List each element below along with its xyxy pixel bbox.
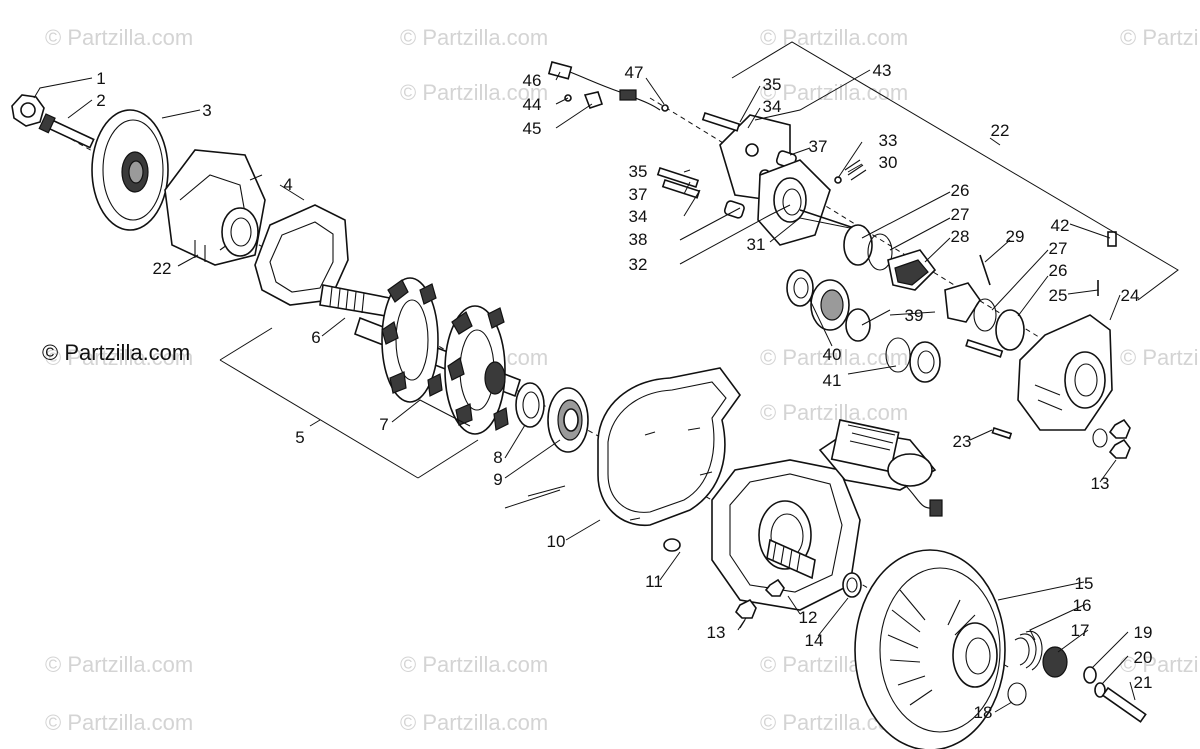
track-driver — [381, 277, 443, 403]
callout-label: 44 — [523, 95, 542, 114]
watermark: © Partzilla.com — [400, 710, 548, 735]
watermark: © Partzilla.com — [45, 710, 193, 735]
callout-label: 19 — [1134, 623, 1153, 642]
callout-label: 32 — [629, 255, 648, 274]
callout-label: 13 — [1091, 474, 1110, 493]
callout-label: 24 — [1121, 286, 1140, 305]
chaincase-assembly — [663, 419, 943, 619]
callout-label: 34 — [629, 207, 648, 226]
callout-label: 25 — [1049, 286, 1068, 305]
callout-label: 37 — [629, 185, 648, 204]
chaincase-gasket — [597, 367, 741, 526]
callout-label: 9 — [493, 470, 502, 489]
callout-label: 47 — [625, 63, 644, 82]
watermark: © Partzilla.com — [45, 345, 193, 370]
callout-label: 22 — [991, 121, 1010, 140]
callout-label: 10 — [547, 532, 566, 551]
callout-label: 11 — [645, 572, 663, 591]
callout-label: 27 — [1049, 239, 1068, 258]
callout-label: 38 — [629, 230, 648, 249]
watermark-layer: © Partzilla.com © Partzilla.com © Partzi… — [45, 25, 1200, 735]
callout-label: 12 — [799, 608, 818, 627]
callout-label: 20 — [1134, 648, 1153, 667]
assembly-brackets — [219, 41, 1179, 479]
callout-label: 17 — [1071, 621, 1090, 640]
callout-label: 26 — [1049, 261, 1068, 280]
callout-label: 3 — [202, 101, 211, 120]
callout-label: 1 — [96, 69, 105, 88]
callout-label: 27 — [951, 205, 970, 224]
callout-label: 29 — [1006, 227, 1025, 246]
watermark: © Partzilla.com — [400, 25, 548, 50]
watermark: © Partzilla.com — [400, 652, 548, 677]
brake-group — [547, 61, 1131, 459]
track-driver — [444, 305, 509, 435]
callout-label: 18 — [974, 703, 993, 722]
callout-label: 22 — [153, 259, 172, 278]
callout-label: 45 — [523, 119, 542, 138]
callout-label: 4 — [283, 175, 292, 194]
callout-label: 2 — [96, 91, 105, 110]
driven-clutch — [854, 549, 1147, 749]
callout-label: 16 — [1073, 596, 1092, 615]
watermark: © Partzilla.com — [760, 400, 908, 425]
callout-label: 35 — [763, 75, 782, 94]
callout-label: 42 — [1051, 216, 1070, 235]
callout-label: 14 — [805, 631, 824, 650]
callout-label: 30 — [879, 153, 898, 172]
callout-label: 23 — [953, 432, 972, 451]
callout-label: 6 — [311, 328, 320, 347]
callout-label: 28 — [951, 227, 970, 246]
watermark: © Partzilla.com — [760, 25, 908, 50]
callout-label: 40 — [823, 345, 842, 364]
watermark: © Partzilla.com — [45, 652, 193, 677]
watermark: © Partzilla.com — [760, 345, 908, 370]
watermark: © Partzilla.com — [45, 25, 193, 50]
watermark: © Partzilla.com — [1120, 345, 1200, 370]
watermark: © Partzilla.com — [1120, 25, 1200, 50]
watermark: © Partzilla.com — [760, 80, 908, 105]
callout-label: 21 — [1134, 673, 1153, 692]
callout-label: 41 — [823, 371, 842, 390]
callout-label: 33 — [879, 131, 898, 150]
watermark: © Partzilla.com — [1120, 652, 1200, 677]
callout-label: 15 — [1075, 574, 1094, 593]
callout-label: 31 — [747, 235, 766, 254]
callout-label: 35 — [629, 162, 648, 181]
callout-labels: 1 2 3 4 5 6 7 8 9 10 11 12 13 13 14 15 1… — [96, 61, 1152, 722]
watermark: © Partzilla.com — [400, 80, 548, 105]
callout-label: 43 — [873, 61, 892, 80]
callout-label: 7 — [379, 415, 388, 434]
callout-label: 37 — [809, 137, 828, 156]
copyright-credit: © Partzilla.com — [42, 340, 190, 365]
callout-label: 39 — [905, 306, 924, 325]
callout-label: 13 — [707, 623, 726, 642]
callout-label: 5 — [295, 428, 304, 447]
callout-label: 26 — [951, 181, 970, 200]
drive-pulley-group — [11, 94, 589, 453]
callout-label: 8 — [493, 448, 502, 467]
leader-lines — [33, 69, 1136, 713]
callout-label: 34 — [763, 97, 782, 116]
callout-label: 46 — [523, 71, 542, 90]
